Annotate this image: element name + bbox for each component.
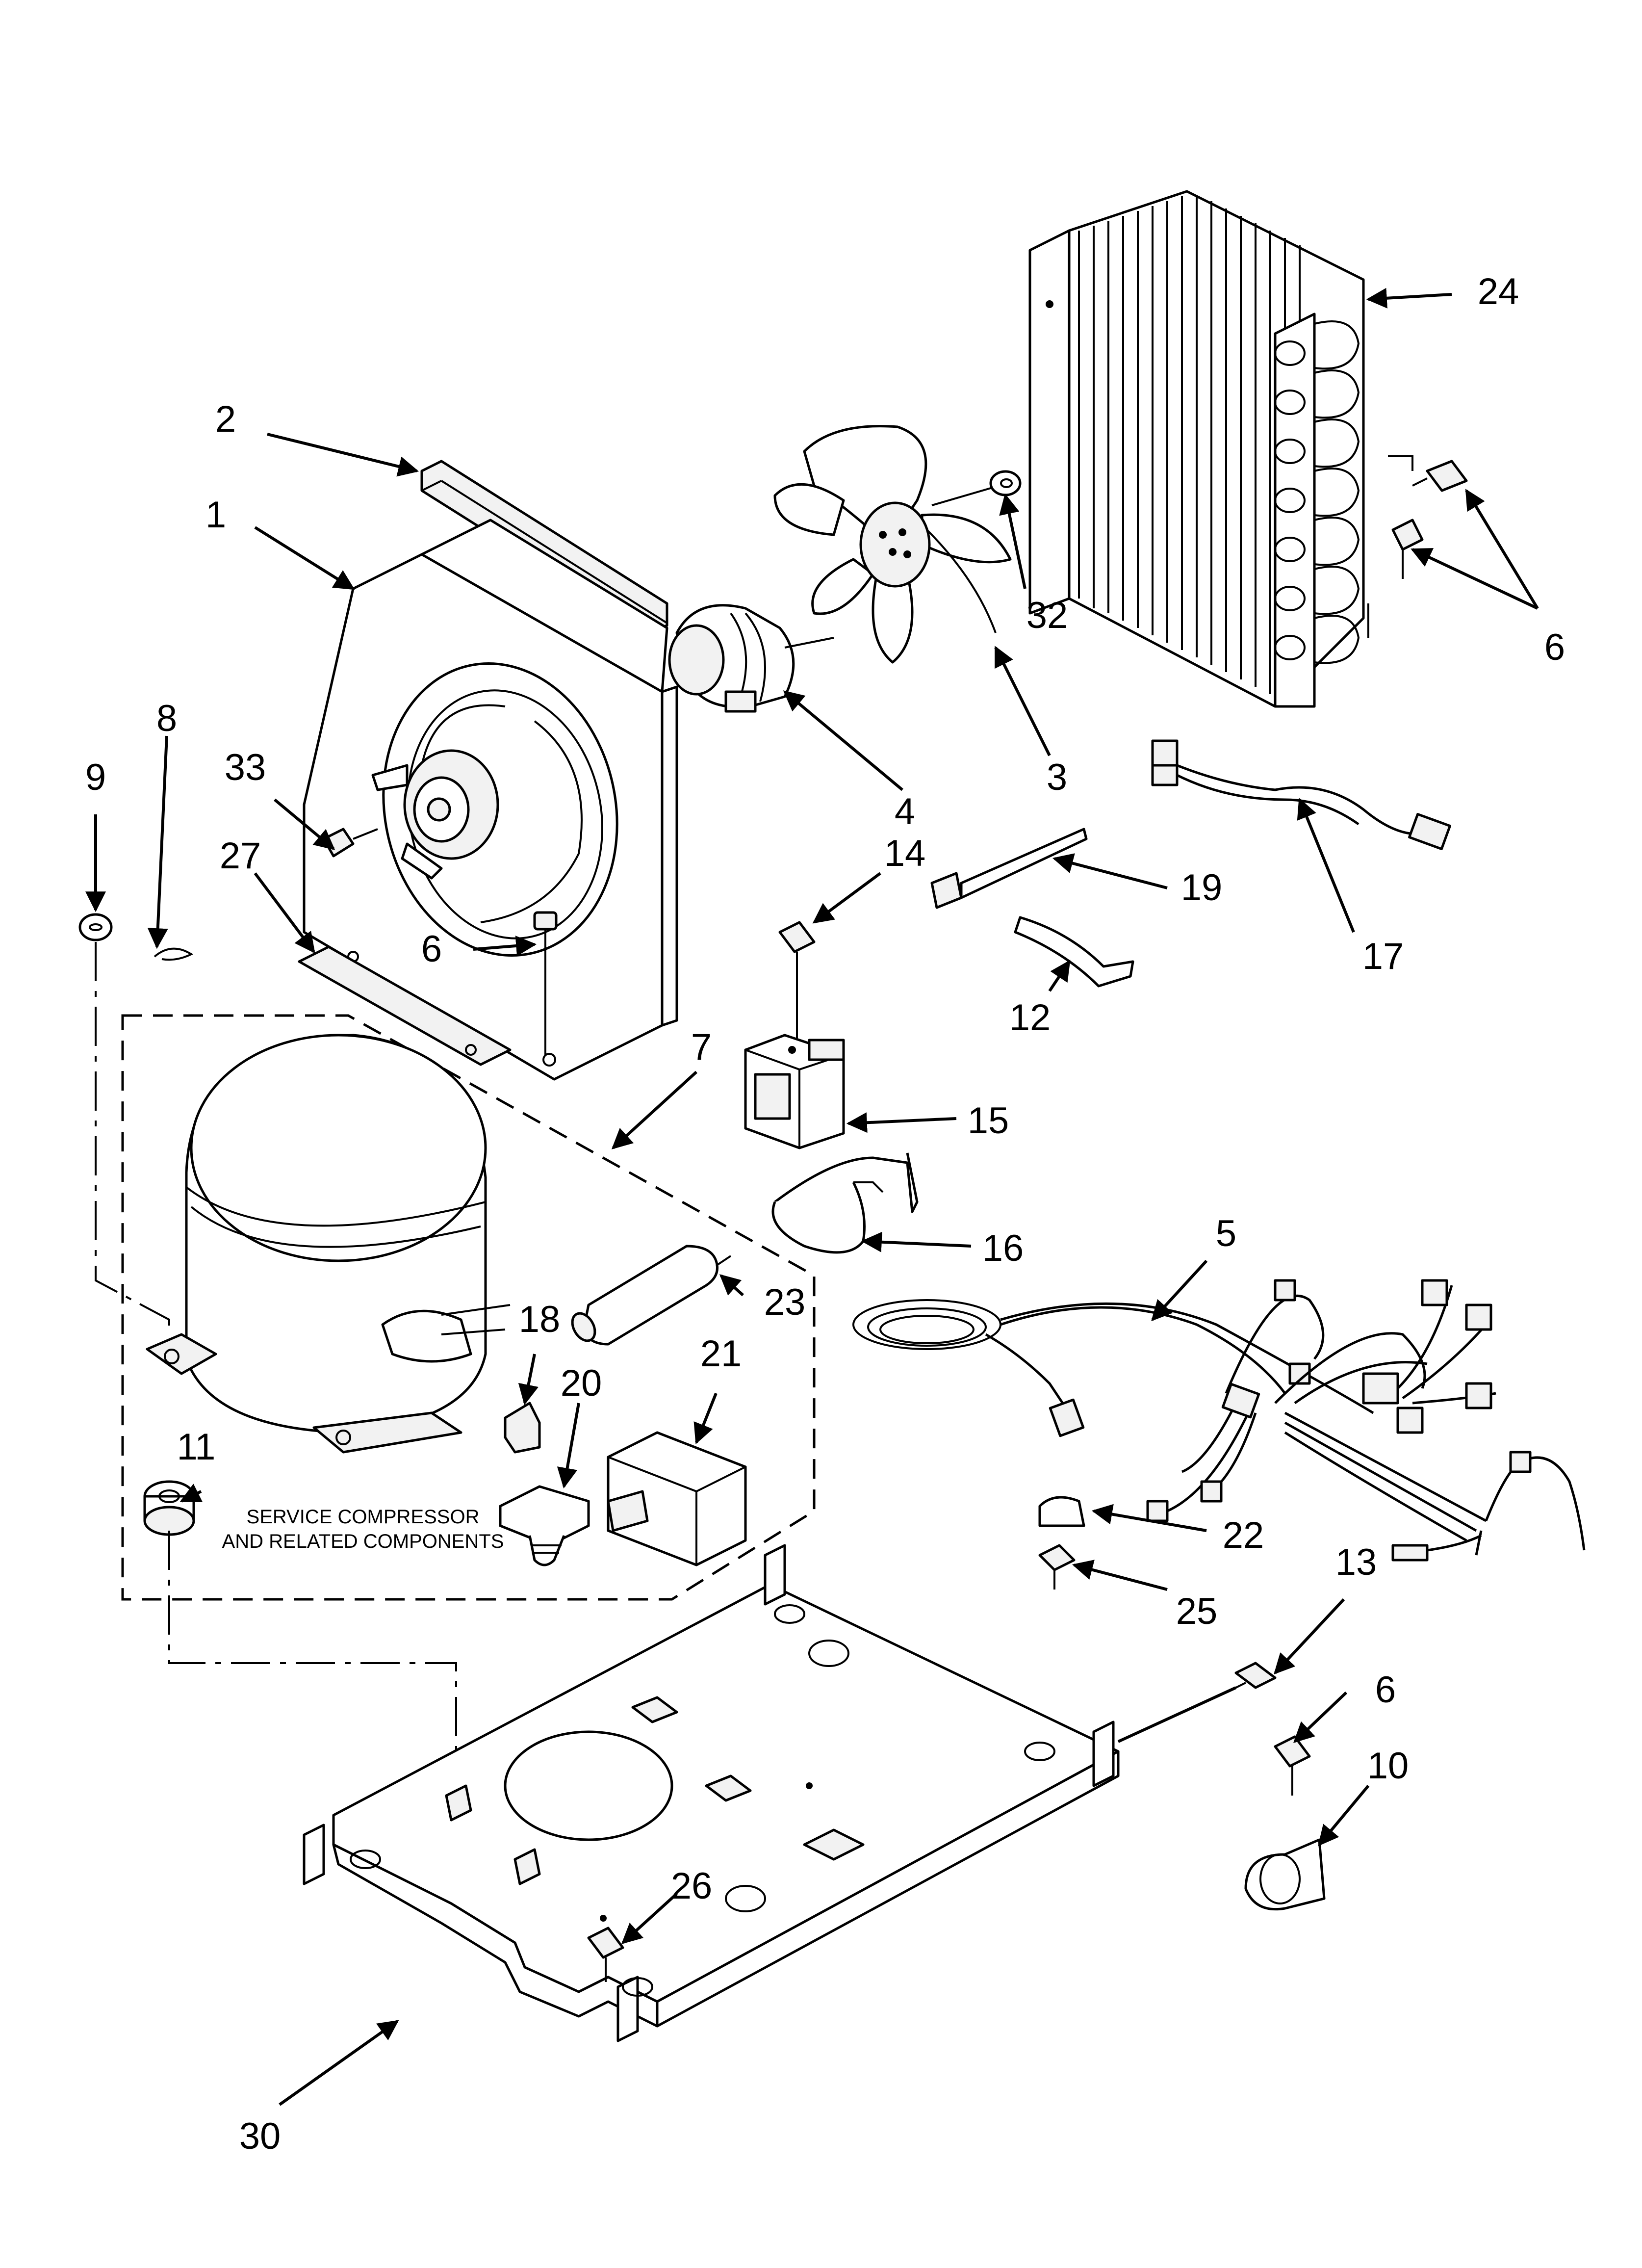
- service-compressor-note: SERVICE COMPRESSOR AND RELATED COMPONENT…: [222, 1506, 504, 1552]
- callout-33: 33: [225, 747, 266, 788]
- note-line-1: SERVICE COMPRESSOR: [247, 1506, 480, 1528]
- callout-17: 17: [1362, 936, 1404, 977]
- callout-27: 27: [220, 835, 261, 877]
- callout-6-shroud: 6: [421, 928, 442, 970]
- callout-13: 13: [1335, 1541, 1377, 1583]
- callout-8: 8: [156, 698, 177, 739]
- filter-drier-part: [571, 1245, 732, 1346]
- clip-screw-part: [1038, 1544, 1076, 1590]
- short-harness-part: [1151, 739, 1451, 850]
- fan-shroud-part: [303, 519, 678, 1081]
- mounting-plate-part: [298, 945, 512, 1066]
- callout-25: 25: [1176, 1590, 1218, 1632]
- start-device-part: [499, 1485, 590, 1566]
- callout-15: 15: [968, 1100, 1009, 1142]
- coil-fins: [1078, 196, 1301, 697]
- callout-18: 18: [519, 1299, 561, 1340]
- callout-6-clamp: 6: [1375, 1669, 1396, 1711]
- compressor-part: [146, 1034, 511, 1454]
- clamp-screw-part: [1274, 1735, 1311, 1796]
- callout-12: 12: [1009, 997, 1051, 1039]
- base-pan-part: [303, 1544, 1120, 2042]
- fan-blade-part: [773, 425, 1012, 664]
- callout-3: 3: [1047, 756, 1067, 798]
- callout-14: 14: [884, 833, 926, 874]
- callout-22: 22: [1223, 1514, 1264, 1556]
- spring-clip-part: [154, 947, 194, 961]
- callout-20: 20: [561, 1362, 602, 1404]
- callout-26: 26: [671, 1865, 713, 1907]
- terminal-cover-part: [607, 1431, 747, 1566]
- callout-6-coil: 6: [1544, 626, 1565, 668]
- grommet-part: [143, 1480, 195, 1536]
- main-harness-part: [852, 1279, 1586, 1562]
- clip-part: [1038, 1496, 1085, 1527]
- callout-1: 1: [205, 494, 226, 536]
- base-pan-screw-part: [587, 1927, 624, 1982]
- callout-24: 24: [1478, 271, 1519, 313]
- callout-21: 21: [700, 1333, 742, 1375]
- cable-tie-part: [930, 828, 1088, 909]
- callout-numbers: 1 2 3 4 5 6 6 6 7 8 9 10 11 12 13 14 15 …: [85, 271, 1565, 2157]
- service-compressor-boundary: [121, 1014, 816, 1601]
- callout-19: 19: [1181, 867, 1223, 909]
- leader-lines: [85, 287, 1539, 2106]
- callout-11: 11: [177, 1426, 216, 1468]
- note-line-2: AND RELATED COMPONENTS: [222, 1531, 504, 1552]
- callout-10: 10: [1367, 1745, 1409, 1787]
- callout-32: 32: [1026, 595, 1068, 636]
- base-screw-part: [1231, 1662, 1277, 1691]
- callout-23: 23: [764, 1281, 806, 1323]
- relay-part: [744, 1034, 845, 1149]
- callout-16: 16: [982, 1227, 1024, 1269]
- condenser-coil-part: [1028, 190, 1365, 708]
- clamp-part: [1244, 1838, 1326, 1911]
- shroud-mount-screw-part: [533, 911, 558, 1055]
- callout-7: 7: [691, 1026, 712, 1068]
- callout-5: 5: [1216, 1213, 1236, 1254]
- callout-30: 30: [239, 2115, 281, 2157]
- fan-motor-part: [668, 604, 834, 713]
- coil-tube-bends: [1274, 320, 1360, 664]
- tube-part: [1014, 916, 1134, 988]
- callout-4: 4: [895, 791, 915, 833]
- overload-cover-part: [504, 1402, 541, 1454]
- callout-9: 9: [85, 756, 106, 798]
- coil-screws-part: [1367, 455, 1468, 638]
- wire-bracket-part: [771, 1152, 919, 1254]
- callout-2: 2: [215, 398, 236, 440]
- rubber-washer-part: [78, 913, 457, 1796]
